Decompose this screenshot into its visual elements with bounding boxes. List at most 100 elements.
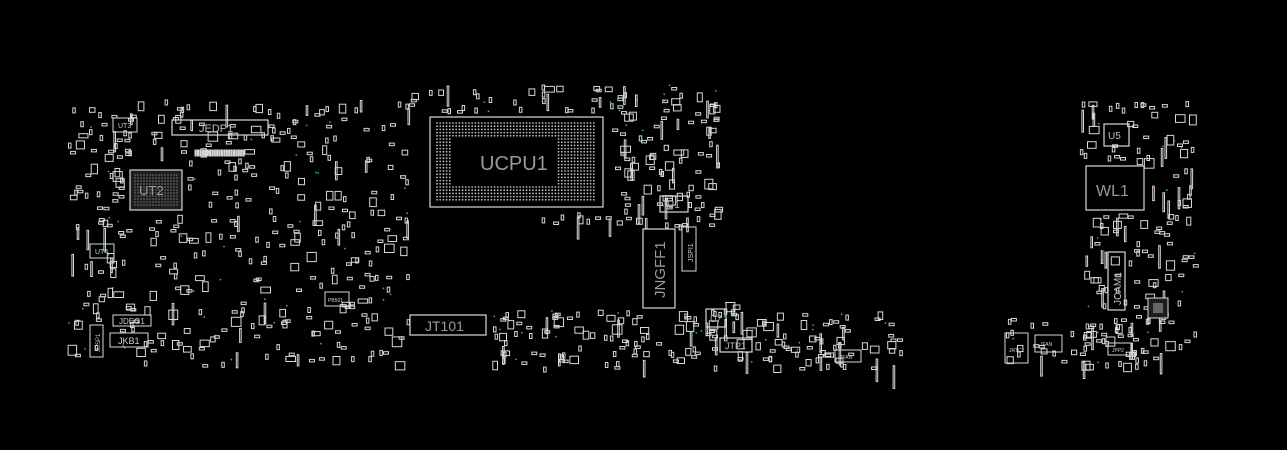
smd-component bbox=[476, 93, 480, 100]
smd-component bbox=[1081, 101, 1086, 108]
cpu-pad bbox=[436, 141, 438, 144]
wl1-module[interactable] bbox=[1085, 165, 1145, 211]
smd-component bbox=[251, 173, 258, 177]
jrtc1-connector[interactable] bbox=[1004, 332, 1029, 364]
smd-component bbox=[337, 228, 341, 246]
smd-component bbox=[333, 135, 337, 142]
smd-component bbox=[384, 327, 394, 336]
smd-component bbox=[266, 241, 270, 248]
jspi1-connector[interactable] bbox=[681, 226, 697, 272]
cpu-pad bbox=[477, 131, 480, 134]
cpu-pad bbox=[487, 189, 490, 192]
cpu-pad bbox=[592, 192, 595, 195]
jngff1-connector[interactable] bbox=[642, 228, 676, 309]
u7-chip[interactable] bbox=[705, 308, 727, 328]
smd-component bbox=[1079, 149, 1084, 156]
cpu-pad bbox=[436, 160, 438, 163]
bga-chip-right[interactable] bbox=[1147, 297, 1169, 319]
ut2-ball bbox=[152, 183, 154, 185]
ut4-chip[interactable] bbox=[89, 243, 115, 259]
smd-component bbox=[708, 127, 717, 134]
smd-component bbox=[290, 239, 300, 246]
jesp1-connector[interactable] bbox=[89, 324, 104, 358]
jt101-label: JT101 bbox=[425, 318, 464, 334]
jkb1-connector[interactable] bbox=[109, 332, 149, 348]
via bbox=[750, 361, 753, 363]
via bbox=[1012, 337, 1015, 340]
connector-pin bbox=[232, 149, 236, 157]
smd-component bbox=[713, 116, 720, 121]
smd-component bbox=[269, 208, 273, 215]
jpp2-connector[interactable] bbox=[1107, 342, 1133, 356]
cpu-pad bbox=[445, 186, 448, 188]
smd-component bbox=[205, 232, 212, 243]
smd-component bbox=[543, 366, 547, 373]
jcam1-label: JCAM1 bbox=[1113, 272, 1124, 305]
ut2-ball bbox=[140, 195, 142, 197]
jdeg1-connector[interactable] bbox=[112, 314, 152, 327]
ut2-ball bbox=[146, 192, 148, 194]
cpu-pad bbox=[445, 128, 448, 131]
smd-component bbox=[1145, 318, 1150, 325]
smd-component bbox=[276, 112, 281, 119]
smd-component bbox=[762, 357, 769, 361]
cpu-pad bbox=[583, 179, 586, 182]
smd-component bbox=[198, 347, 205, 351]
cpu-pad bbox=[592, 166, 595, 169]
ut2-ball bbox=[173, 183, 175, 185]
smd-component bbox=[1086, 330, 1097, 338]
cpu-pad bbox=[576, 157, 579, 160]
smd-component bbox=[1182, 198, 1192, 208]
cpu-pad bbox=[506, 122, 509, 124]
u5-chip[interactable] bbox=[1103, 123, 1130, 147]
u1-chip[interactable] bbox=[659, 195, 689, 213]
ut2-ball bbox=[134, 174, 136, 176]
cpu-pad bbox=[532, 186, 534, 188]
smd-component bbox=[1099, 323, 1103, 330]
cpu-pad bbox=[455, 131, 458, 134]
ut2-ball bbox=[164, 177, 166, 179]
pb-component[interactable] bbox=[324, 291, 350, 307]
cpu-pad bbox=[544, 192, 547, 195]
smd-component bbox=[1149, 106, 1156, 110]
cpu-pad bbox=[586, 134, 589, 137]
smd-component bbox=[656, 342, 663, 346]
cpu-pad bbox=[586, 163, 589, 166]
jfan2-connector[interactable] bbox=[1034, 334, 1063, 353]
smd-component bbox=[1166, 241, 1173, 246]
smd-component bbox=[505, 312, 509, 319]
cpu-package[interactable] bbox=[429, 116, 604, 208]
cpu-pad bbox=[461, 134, 464, 137]
cpu-pad bbox=[493, 192, 496, 195]
smd-component bbox=[516, 321, 523, 326]
ut2-ball bbox=[176, 180, 178, 182]
smd-component bbox=[1079, 352, 1086, 356]
smd-component bbox=[1187, 193, 1191, 200]
jt101-connector[interactable] bbox=[409, 314, 487, 336]
smd-component bbox=[877, 311, 884, 320]
cpu-pad bbox=[509, 128, 512, 131]
jfan1-connector[interactable] bbox=[834, 349, 862, 363]
cpu-pad bbox=[560, 138, 563, 140]
smd-component bbox=[1182, 255, 1189, 259]
jfan2-label: JFAN bbox=[1040, 342, 1053, 348]
ut2-ball bbox=[146, 183, 148, 185]
jtp1-connector[interactable] bbox=[719, 337, 753, 353]
cpu-pad bbox=[567, 138, 570, 140]
smd-component bbox=[708, 320, 719, 330]
smd-component bbox=[149, 290, 158, 301]
smd-component bbox=[1115, 287, 1120, 294]
smd-component bbox=[624, 196, 631, 201]
jcam1-connector[interactable] bbox=[1107, 251, 1126, 311]
smd-component bbox=[234, 174, 238, 181]
cpu-pad bbox=[551, 128, 554, 131]
cpu-pad bbox=[458, 125, 461, 128]
ut2-ball bbox=[134, 198, 136, 200]
ut2-ball bbox=[149, 198, 151, 200]
smd-component bbox=[1083, 345, 1087, 352]
jedp1-connector[interactable] bbox=[171, 119, 269, 136]
smd-component bbox=[799, 367, 806, 371]
ut2-chip[interactable] bbox=[129, 169, 183, 211]
smd-component bbox=[541, 91, 546, 98]
ut3-chip[interactable] bbox=[112, 117, 138, 133]
